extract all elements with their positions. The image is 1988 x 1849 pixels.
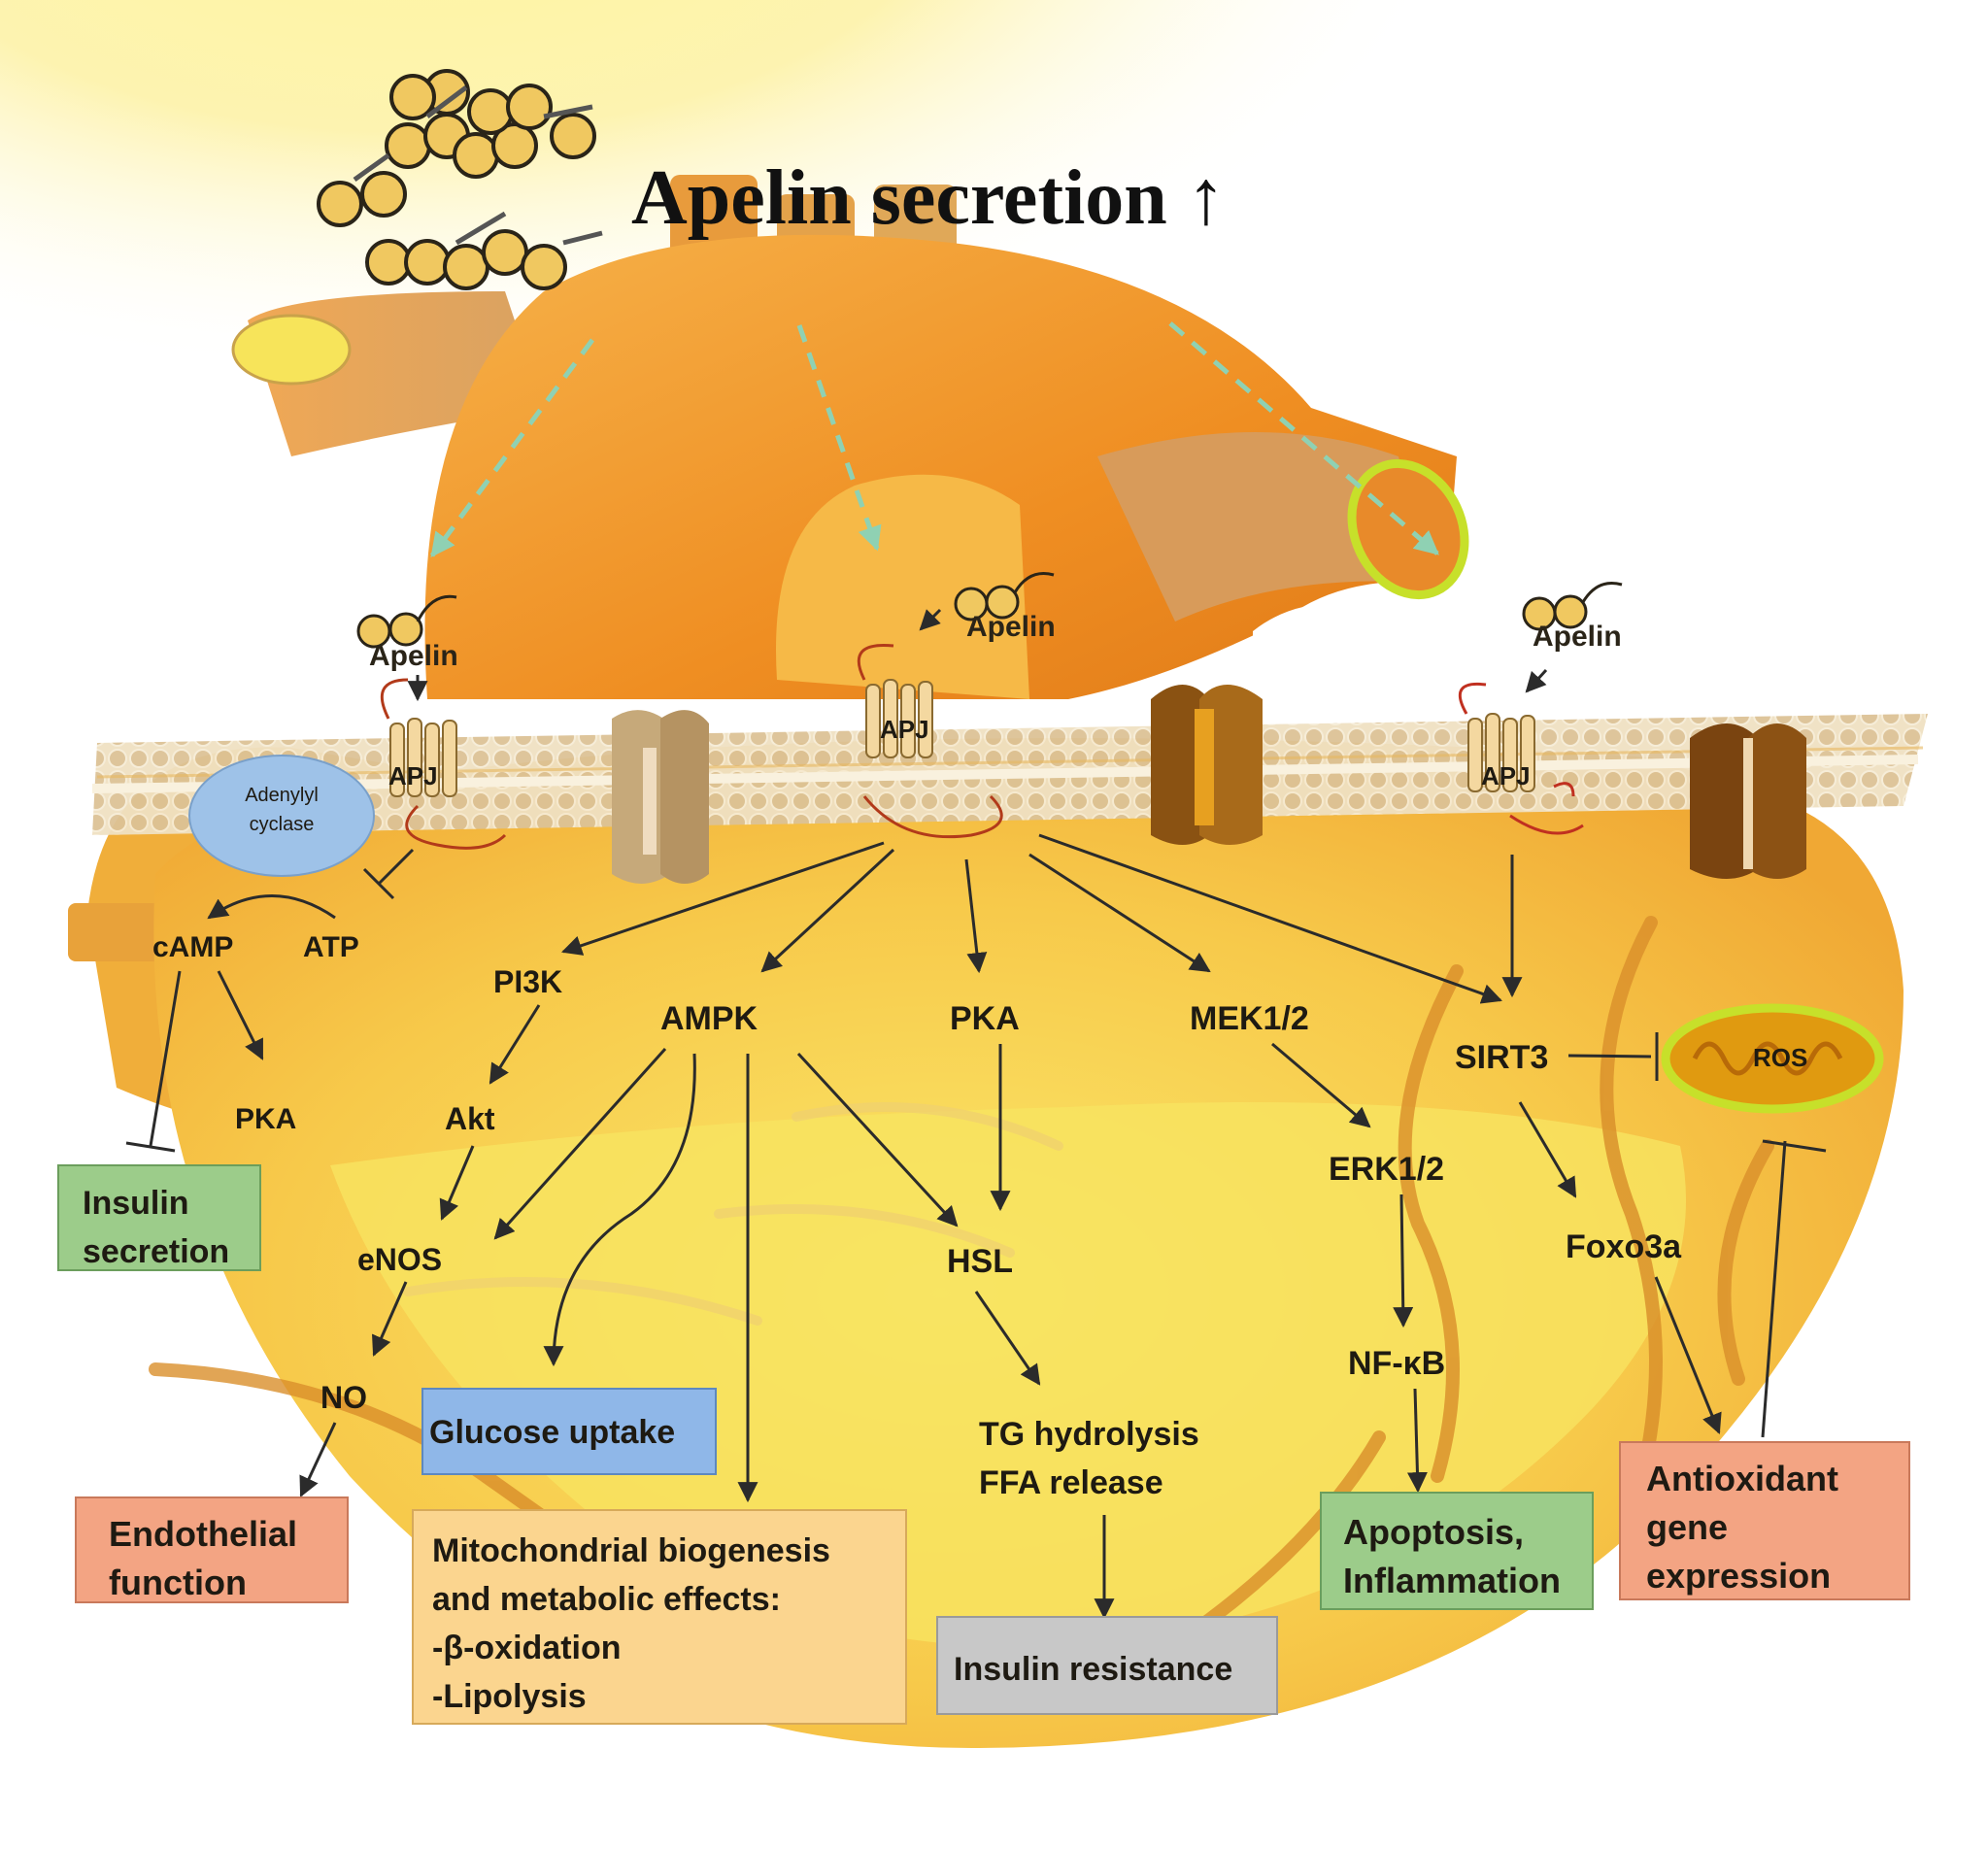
- adenylyl-cyclase-label-2: cyclase: [250, 814, 315, 835]
- endothelial-function-box: [75, 1496, 349, 1603]
- sirt3-label: SIRT3: [1455, 1039, 1548, 1076]
- apelin-icon-left: [356, 594, 457, 649]
- no-label: NO: [320, 1380, 367, 1415]
- apelin-label-right: Apelin: [1533, 621, 1622, 653]
- akt-label: Akt: [445, 1101, 495, 1136]
- atp-label: ATP: [303, 931, 359, 963]
- apelin-icon-middle: [954, 572, 1055, 622]
- apelin-cluster-icon: [317, 69, 596, 290]
- apj-receptor-middle: [857, 643, 1003, 839]
- pka-left-label: PKA: [235, 1103, 296, 1135]
- apoptosis-inflammation-box: [1320, 1492, 1594, 1610]
- pka-middle-label: PKA: [950, 1000, 1020, 1037]
- title-text: Apelin secretion ↑: [631, 155, 1226, 241]
- mito-biogenesis-box: [412, 1509, 907, 1725]
- antioxidant-expression-text-3: expression: [1646, 1556, 1831, 1596]
- apoptosis-inflammation-text-1: Apoptosis,: [1343, 1512, 1524, 1552]
- tg-hydrolysis-label: TG hydrolysis: [979, 1416, 1199, 1453]
- mito-biogenesis-text-3: -β-oxidation: [432, 1630, 622, 1666]
- glucose-uptake-box: [421, 1388, 717, 1475]
- hsl-label: HSL: [947, 1243, 1013, 1280]
- glucose-uptake-text: Glucose uptake: [429, 1414, 675, 1451]
- apj-label-left: APJ: [388, 761, 438, 790]
- endothelial-function-text-1: Endothelial: [109, 1514, 297, 1554]
- mitochondrion-ros-icon: [1661, 1003, 1884, 1114]
- apoptosis-inflammation-text-2: Inflammation: [1343, 1561, 1561, 1600]
- apj-label-middle: APJ: [880, 715, 929, 744]
- adenylyl-cyclase-shape: [188, 755, 375, 877]
- pi3k-label: PI3K: [493, 964, 562, 999]
- nfkb-label: NF-κB: [1348, 1345, 1445, 1382]
- insulin-secretion-text-1: Insulin: [83, 1185, 189, 1222]
- ion-channel-right: [1690, 723, 1806, 879]
- foxo3a-label: Foxo3a: [1566, 1228, 1682, 1265]
- insulin-secretion-text-2: secretion: [83, 1233, 229, 1270]
- apj-label-right: APJ: [1481, 761, 1531, 790]
- ampk-label: AMPK: [660, 1000, 758, 1037]
- erk-label: ERK1/2: [1329, 1151, 1444, 1188]
- insulin-secretion-box: [57, 1164, 261, 1271]
- ion-channel-middle: [1151, 685, 1263, 845]
- insulin-resistance-box: [936, 1616, 1278, 1715]
- mek-label: MEK1/2: [1190, 1000, 1309, 1037]
- camp-label: cAMP: [152, 931, 233, 963]
- pathway-arrows: [125, 833, 1827, 1620]
- adenylyl-cyclase-label-1: Adenylyl: [245, 785, 319, 806]
- apelin-label-middle: Apelin: [966, 611, 1056, 643]
- apelin-icon-right: [1522, 582, 1623, 631]
- secretion-arrows: [429, 321, 1439, 558]
- insulin-resistance-text: Insulin resistance: [954, 1651, 1232, 1688]
- mito-biogenesis-text-2: and metabolic effects:: [432, 1581, 781, 1618]
- antioxidant-expression-text-1: Antioxidant: [1646, 1459, 1838, 1498]
- ffa-release-label: FFA release: [979, 1464, 1163, 1501]
- apj-receptor-right: [1458, 682, 1584, 835]
- mito-biogenesis-text-1: Mitochondrial biogenesis: [432, 1532, 830, 1569]
- endothelial-function-text-2: function: [109, 1563, 247, 1602]
- apelin-binding-arrows: [407, 608, 1548, 702]
- antioxidant-expression-text-2: gene: [1646, 1507, 1728, 1547]
- enos-label: eNOS: [357, 1242, 442, 1277]
- mito-biogenesis-text-4: -Lipolysis: [432, 1678, 587, 1715]
- apelin-label-left: Apelin: [369, 640, 458, 672]
- ion-channel-left: [612, 710, 709, 884]
- ros-label: ROS: [1753, 1043, 1807, 1072]
- apj-receptor-left: [380, 678, 507, 850]
- apelin-cluster-tails: [353, 85, 603, 246]
- antioxidant-expression-box: [1619, 1441, 1910, 1600]
